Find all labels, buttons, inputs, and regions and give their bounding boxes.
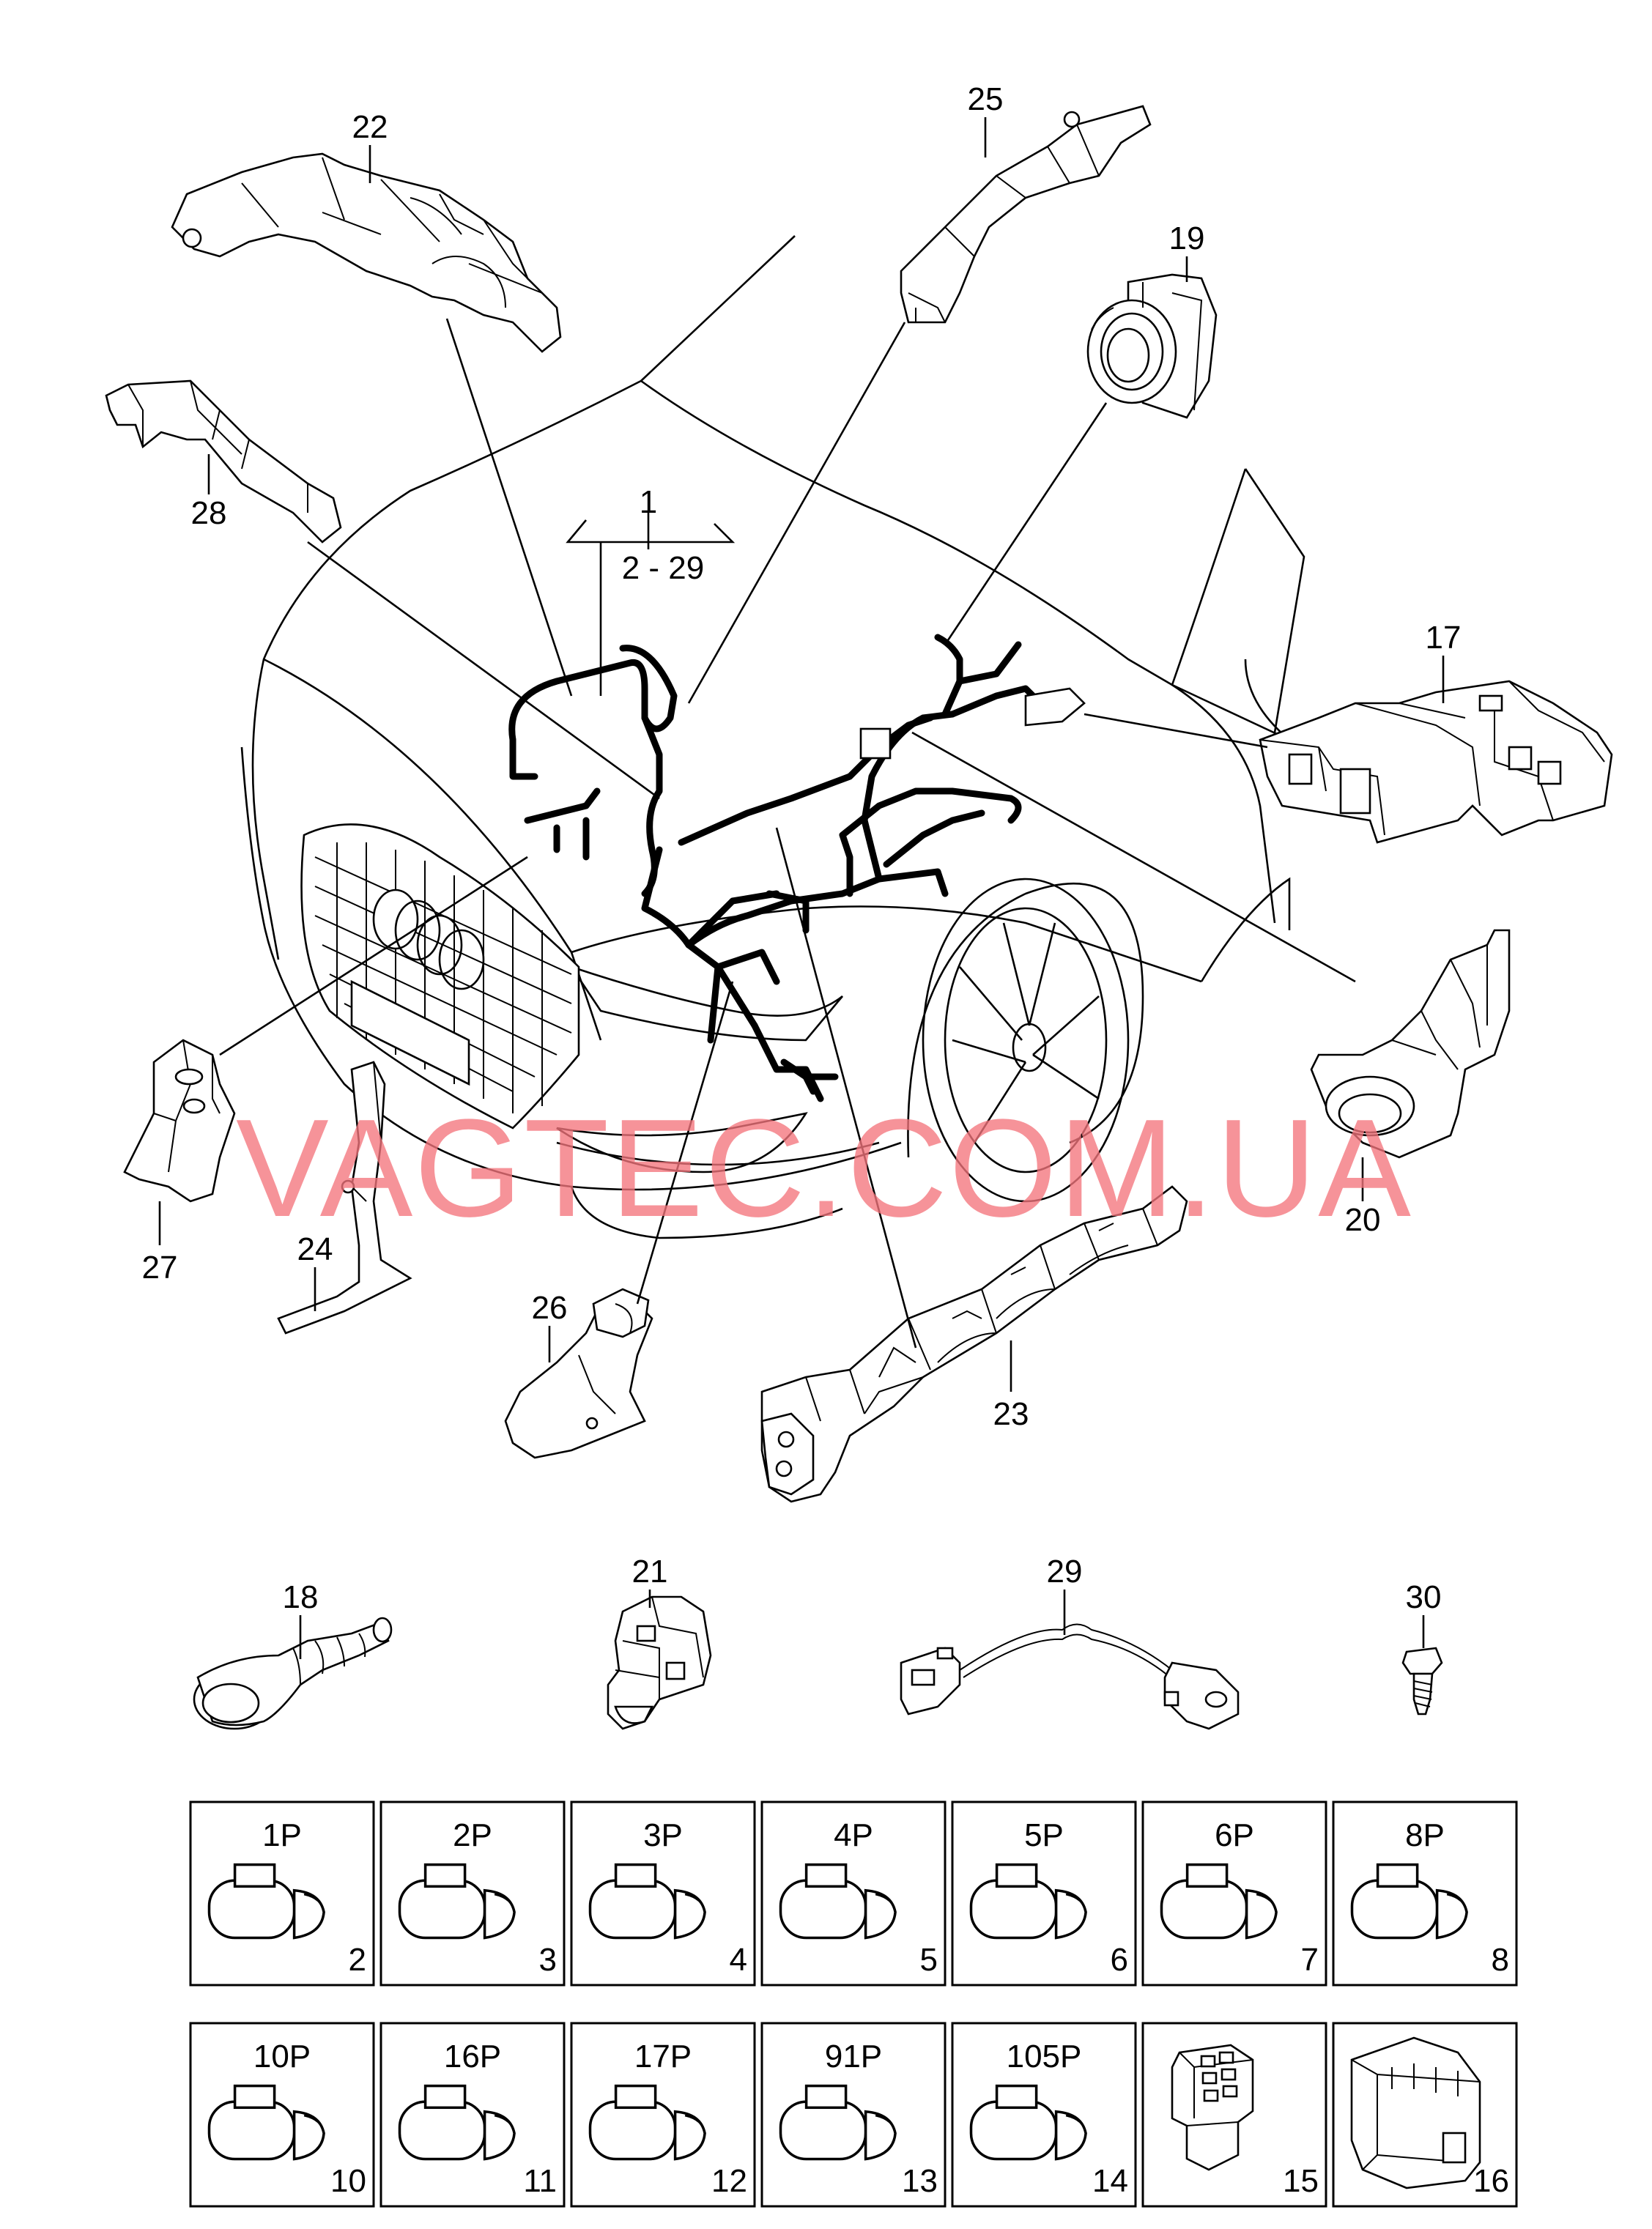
- part-22-cable-duct: [171, 152, 562, 353]
- connector-pin-label: 8P: [1405, 1817, 1445, 1853]
- connector-part-number: 15: [1283, 2163, 1319, 2199]
- connector-pin-label: 6P: [1215, 1817, 1254, 1853]
- callout-stems: [158, 117, 1445, 1659]
- connector-pin-label: 17P: [634, 2039, 692, 2074]
- part-24-bracket: [277, 1061, 412, 1335]
- connector-pin-label: 10P: [253, 2039, 311, 2074]
- callout-21: 21: [632, 1554, 668, 1590]
- connector-part-number: 7: [1301, 1942, 1319, 1978]
- connector-pin-label: 4P: [834, 1817, 873, 1853]
- connector-part-number: 16: [1473, 2163, 1509, 2199]
- callout-26: 26: [532, 1290, 568, 1326]
- part-21-holder: [607, 1595, 712, 1730]
- part-17-relay-box: [1259, 680, 1613, 844]
- part-28-cable-duct: [105, 379, 342, 544]
- connector-part-number: 8: [1492, 1942, 1509, 1978]
- connector-pin-label: 91P: [825, 2039, 882, 2074]
- connector-pin-label: 1P: [262, 1817, 302, 1853]
- connector-part-number: 5: [920, 1942, 938, 1978]
- part-18-grommet: [193, 1617, 393, 1730]
- callout-1: 1: [640, 484, 657, 520]
- connector-pin-label: 16P: [444, 2039, 501, 2074]
- watermark-text: VAGTEC.COM.UA: [236, 1091, 1412, 1246]
- callout-19: 19: [1169, 220, 1205, 256]
- part-29-wiring-adapter: [900, 1623, 1240, 1730]
- part-25-cable-duct: [900, 105, 1152, 324]
- wiring-harness: [508, 634, 1086, 1102]
- junction-connector-icon: [1171, 2044, 1254, 2171]
- connector-part-number: 2: [349, 1942, 366, 1978]
- connector-part-number: 10: [330, 2163, 366, 2199]
- connector-part-number: 11: [523, 2163, 557, 2199]
- callout-22: 22: [352, 109, 388, 145]
- callout-24: 24: [297, 1231, 333, 1267]
- connector-part-number: 3: [539, 1942, 557, 1978]
- callout-25: 25: [968, 81, 1004, 117]
- part-19-grommet: [1086, 273, 1218, 419]
- car-body-outline: [240, 235, 1305, 1239]
- callout-30: 30: [1406, 1579, 1442, 1615]
- connector-pin-label: 2P: [453, 1817, 492, 1853]
- connector-part-number: 14: [1092, 2163, 1128, 2199]
- callout-23: 23: [993, 1396, 1029, 1432]
- part-30-screw: [1401, 1647, 1443, 1716]
- callout-17: 17: [1426, 620, 1462, 656]
- part-27-bracket: [123, 1039, 236, 1203]
- connector-pin-label: 105P: [1007, 2039, 1082, 2074]
- callout-18: 18: [283, 1579, 319, 1615]
- connector-part-number: 13: [902, 2163, 938, 2199]
- callout-27: 27: [142, 1250, 178, 1286]
- connector-part-number: 12: [711, 2163, 747, 2199]
- part-26-cover: [504, 1288, 653, 1459]
- callout-29: 29: [1047, 1554, 1083, 1590]
- connector-part-number: 4: [730, 1942, 747, 1978]
- part-20-holder: [1310, 929, 1511, 1159]
- part-23-cable-duct: [760, 1185, 1188, 1503]
- callout-labels: 1 2 - 29 17 18 19 20 21 22 23 24 25 26 2…: [142, 81, 1462, 1615]
- connector-grid: 1P 2 2P 3 3P 4 4P 5 5P 6: [189, 1800, 1518, 2208]
- leader-lines: [219, 318, 1356, 1349]
- connector-part-number: 6: [1111, 1942, 1128, 1978]
- control-unit-connector-icon: [1350, 2036, 1481, 2189]
- callout-20: 20: [1345, 1202, 1381, 1238]
- connector-pin-label: 3P: [643, 1817, 683, 1853]
- callout-range: 2 - 29: [622, 550, 705, 586]
- callout-28: 28: [191, 495, 227, 531]
- connector-pin-label: 5P: [1024, 1817, 1064, 1853]
